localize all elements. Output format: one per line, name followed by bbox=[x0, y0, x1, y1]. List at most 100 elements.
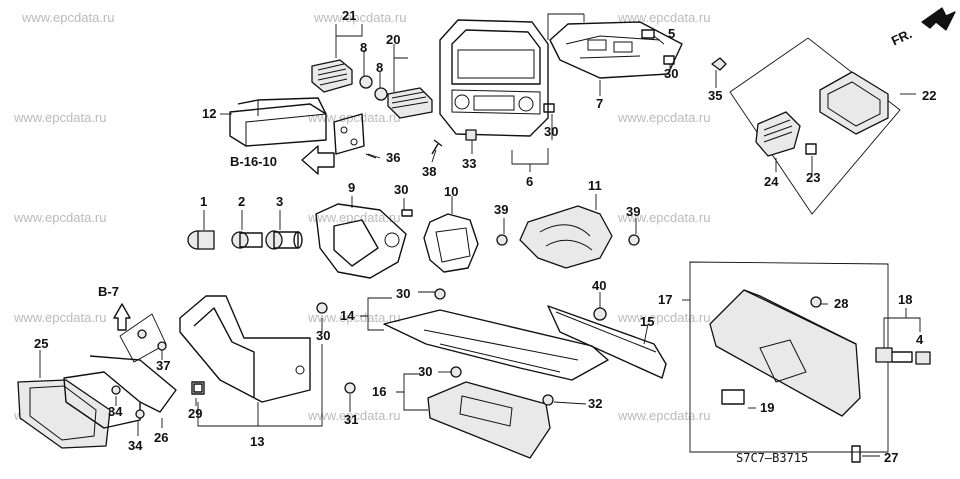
callout-21: 21 bbox=[342, 8, 356, 23]
part-7-upper-panel bbox=[549, 21, 683, 79]
part-16-lower-panel bbox=[427, 381, 551, 459]
ref-b16: B-16-10 bbox=[230, 154, 277, 169]
part-27-bolt bbox=[851, 445, 861, 463]
part-19-latch bbox=[721, 389, 745, 405]
part-33-nut bbox=[465, 129, 477, 141]
part-30-clip bbox=[316, 302, 328, 314]
part-13-side-panel bbox=[179, 295, 311, 403]
callout-9: 9 bbox=[348, 180, 355, 195]
watermark-text: www.epcdata.ru bbox=[313, 10, 407, 25]
callout-18: 18 bbox=[898, 292, 912, 307]
part-34-screw bbox=[135, 409, 145, 419]
callout-11: 11 bbox=[588, 178, 602, 193]
callout-2: 2 bbox=[238, 194, 245, 209]
part-28-clip bbox=[810, 296, 822, 308]
watermark-text: www.epcdata.ru bbox=[617, 10, 711, 25]
part-15-trim-strip bbox=[547, 305, 667, 379]
group-box-22 bbox=[729, 37, 901, 215]
callout-16: 16 bbox=[372, 384, 386, 399]
part-22-vent bbox=[819, 71, 889, 135]
callout-36: 36 bbox=[386, 150, 400, 165]
callout-5: 5 bbox=[668, 26, 675, 41]
part-14-console-lid bbox=[383, 309, 609, 381]
callout-15: 15 bbox=[640, 314, 654, 329]
callout-13: 13 bbox=[250, 434, 264, 449]
part-23-clip bbox=[805, 143, 817, 155]
callout-24: 24 bbox=[764, 174, 779, 189]
watermark-text: www.epcdata.ru bbox=[617, 408, 711, 423]
callout-30: 30 bbox=[316, 328, 330, 343]
part-2-socket bbox=[231, 231, 263, 249]
watermark-text: www.epcdata.ru bbox=[21, 10, 115, 25]
callout-4: 4 bbox=[916, 332, 924, 347]
part-38-screw bbox=[431, 139, 443, 155]
part-4-damper bbox=[875, 347, 931, 365]
callout-39: 39 bbox=[626, 204, 640, 219]
part-37-screw bbox=[137, 329, 147, 339]
callout-30: 30 bbox=[544, 124, 558, 139]
callout-30: 30 bbox=[418, 364, 432, 379]
callout-26: 26 bbox=[154, 430, 168, 445]
part-6-center-bezel bbox=[439, 19, 549, 137]
watermark-text: www.epcdata.ru bbox=[307, 210, 401, 225]
callout-19: 19 bbox=[760, 400, 774, 415]
part-26-pocket bbox=[63, 355, 177, 429]
part-17-glovebox bbox=[709, 289, 861, 417]
callout-34: 34 bbox=[108, 404, 123, 419]
part-30-clip bbox=[543, 103, 555, 113]
part-32-bolt bbox=[542, 394, 554, 406]
part-37-screw bbox=[157, 341, 167, 351]
callout-12: 12 bbox=[202, 106, 216, 121]
callout-28: 28 bbox=[834, 296, 848, 311]
callout-35: 35 bbox=[708, 88, 722, 103]
part-20-vent bbox=[387, 87, 433, 119]
watermark-text: www.epcdata.ru bbox=[307, 310, 401, 325]
group-box-17 bbox=[689, 261, 889, 453]
callout-27: 27 bbox=[884, 450, 898, 465]
callout-7: 7 bbox=[596, 96, 603, 111]
callout-8: 8 bbox=[376, 60, 383, 75]
b16-ref-arrow: B-16-10 bbox=[230, 145, 335, 175]
callout-39: 39 bbox=[494, 202, 508, 217]
callout-30: 30 bbox=[396, 286, 410, 301]
callout-labels: 21 8 8 20 12 36 5 30 7 35 22 30 33 38 6 … bbox=[34, 8, 936, 465]
part-11-shift-boot bbox=[519, 205, 613, 269]
part-12-pocket bbox=[229, 97, 327, 147]
part-39-screw bbox=[496, 234, 508, 246]
watermarks: www.epcdata.ru www.epcdata.ru www.epcdat… bbox=[13, 10, 711, 423]
b7-ref-arrow: B-7 bbox=[98, 284, 131, 331]
callout-29: 29 bbox=[188, 406, 202, 421]
callout-22: 22 bbox=[922, 88, 936, 103]
callout-32: 32 bbox=[588, 396, 602, 411]
part-36-bracket bbox=[333, 113, 377, 159]
watermark-text: www.epcdata.ru bbox=[13, 110, 107, 125]
callout-17: 17 bbox=[658, 292, 672, 307]
part-35-clip bbox=[711, 57, 727, 71]
callout-31: 31 bbox=[344, 412, 358, 427]
watermark-text: www.epcdata.ru bbox=[307, 408, 401, 423]
callout-40: 40 bbox=[592, 278, 606, 293]
callout-34: 34 bbox=[128, 438, 143, 453]
watermark-text: www.epcdata.ru bbox=[307, 110, 401, 125]
watermark-text: www.epcdata.ru bbox=[13, 210, 107, 225]
callout-14: 14 bbox=[340, 308, 355, 323]
part-25-pocket-door bbox=[17, 379, 111, 449]
fr-label: FR. bbox=[889, 26, 914, 48]
part-21-vent bbox=[311, 59, 353, 93]
part-3-socket bbox=[265, 230, 303, 250]
callout-23: 23 bbox=[806, 170, 820, 185]
callout-3: 3 bbox=[276, 194, 283, 209]
callout-25: 25 bbox=[34, 336, 48, 351]
part-30-clip bbox=[434, 288, 446, 300]
part-30-clip bbox=[450, 366, 462, 378]
part-8-knob bbox=[374, 87, 388, 101]
callout-30: 30 bbox=[664, 66, 678, 81]
front-direction-arrow: FR. bbox=[889, 7, 956, 48]
callout-10: 10 bbox=[444, 184, 458, 199]
part-34-screw bbox=[111, 385, 121, 395]
watermark-text: www.epcdata.ru bbox=[617, 210, 711, 225]
callout-38: 38 bbox=[422, 164, 436, 179]
callout-30: 30 bbox=[394, 182, 408, 197]
leader-lines bbox=[39, 13, 921, 457]
